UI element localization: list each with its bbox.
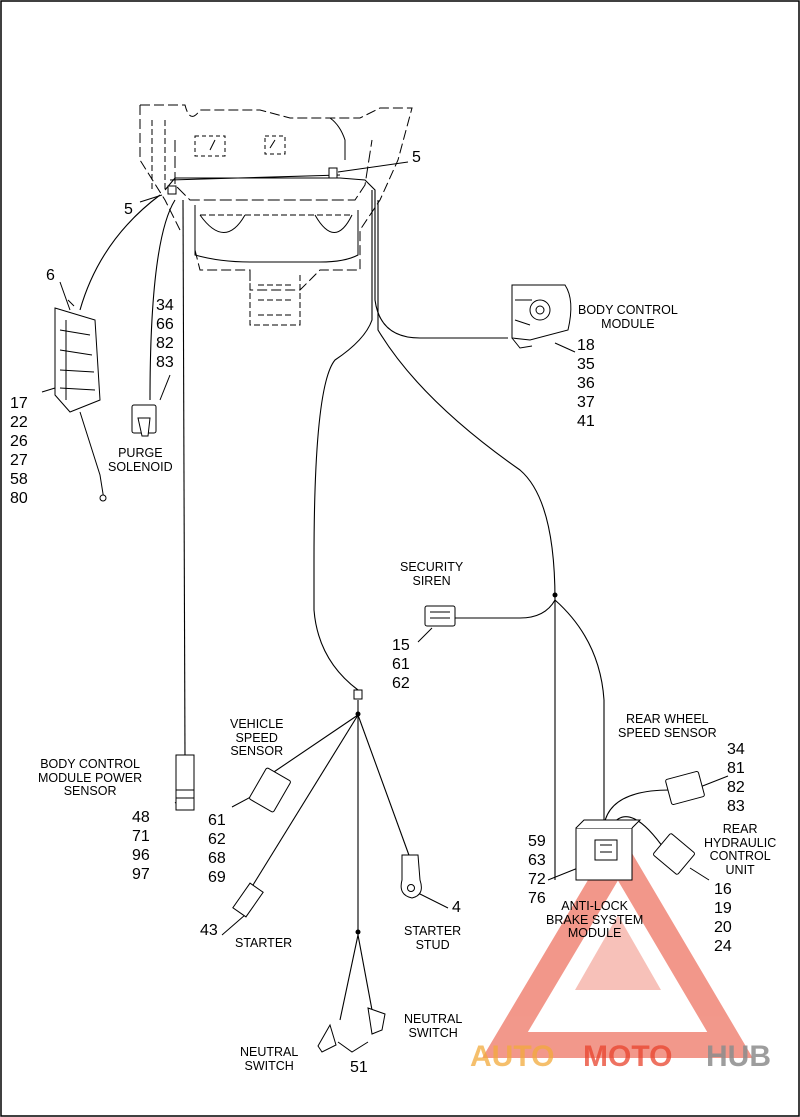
starter-label: STARTER <box>235 936 293 950</box>
connectors <box>131 167 705 1053</box>
svg-text:MOTO: MOTO <box>583 1040 672 1073</box>
svg-text:AUTO: AUTO <box>470 1040 554 1073</box>
starter-stud-ref: 4 <box>452 899 461 916</box>
starter-ref: 43 <box>200 922 218 939</box>
left-sensor-assembly <box>54 299 107 502</box>
junction-dots <box>355 592 558 935</box>
watermark-text: AUTO MOTO HUB <box>470 1040 771 1073</box>
abs-module-part <box>575 819 642 881</box>
ref-5-right: 5 <box>412 149 421 166</box>
body-control-module-part <box>511 284 572 349</box>
chassis-frame <box>139 104 413 326</box>
watermark-logo <box>482 829 753 1058</box>
svg-text:HUB: HUB <box>706 1040 771 1073</box>
neutral-switch-ref: 51 <box>350 1059 368 1076</box>
harness-wires <box>79 174 671 1021</box>
ref-5-left: 5 <box>124 201 133 218</box>
ref-6: 6 <box>46 267 55 284</box>
leader-lines <box>41 161 729 1053</box>
